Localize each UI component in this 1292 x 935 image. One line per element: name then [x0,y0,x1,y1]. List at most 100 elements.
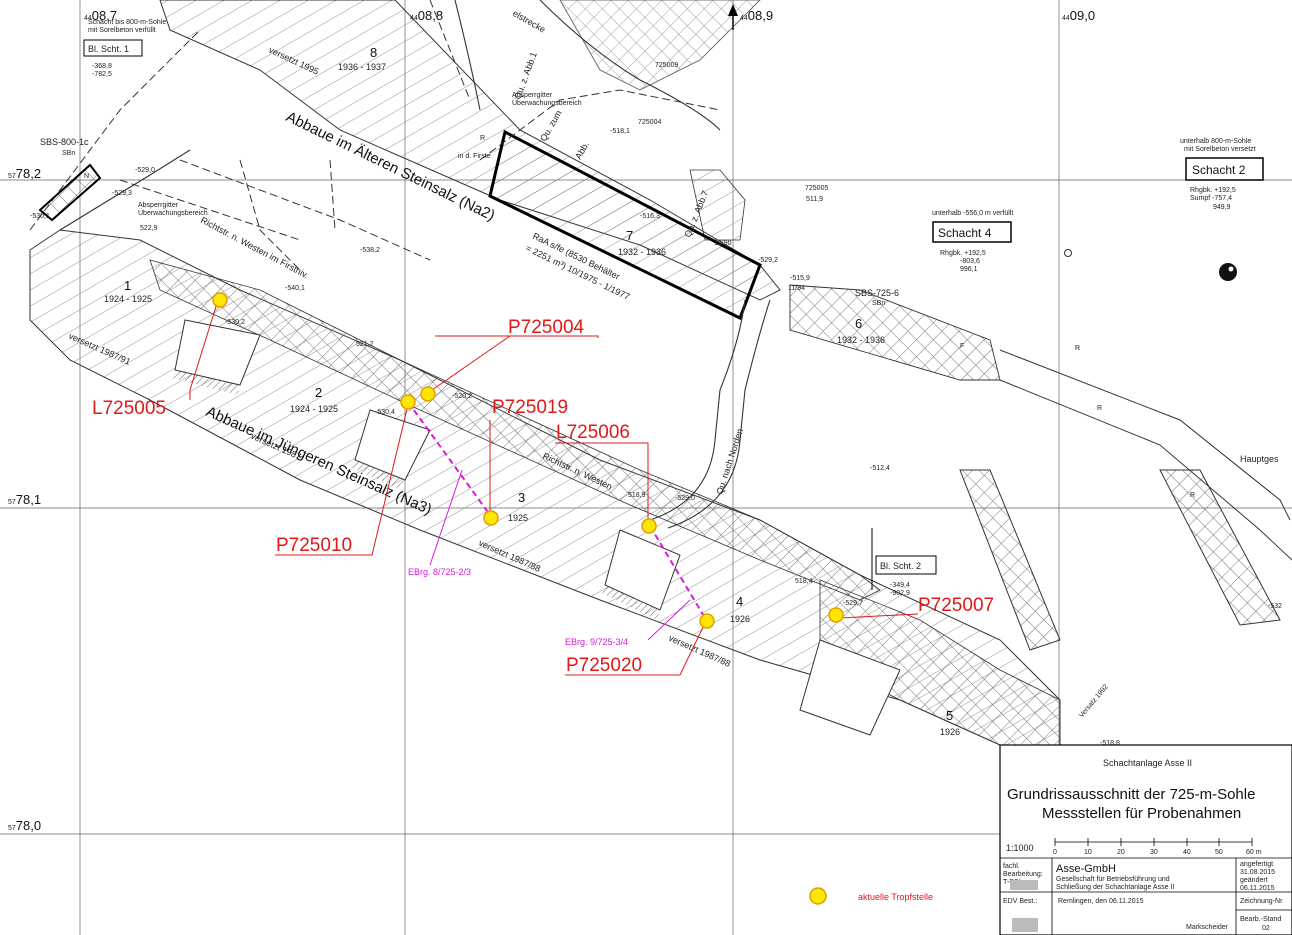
svg-text:60 m: 60 m [1246,849,1262,856]
svg-text:-530,4: -530,4 [375,409,395,416]
corridor-solid [59,0,721,231]
svg-text:Versatz 1992: Versatz 1992 [1078,683,1110,719]
svg-text:R: R [1097,405,1102,412]
svg-text:SBS-800-1c: SBS-800-1c [40,137,89,147]
svg-text:Rhgbk. +192,5: Rhgbk. +192,5 [1190,187,1236,194]
svg-text:4: 4 [736,594,743,609]
svg-text:Rhgbk. +192,5: Rhgbk. +192,5 [940,250,986,257]
svg-text:1932 - 1936: 1932 - 1936 [618,247,666,257]
svg-text:40: 40 [1183,849,1191,856]
elevation-labels: -529,0 -529,3 -530,1 522,9 -538,2 -540,1… [30,128,1282,747]
grid-label-top-1: 4408,7 [84,8,117,23]
chamber-labels: 1 1924 - 1925 2 1924 - 1925 3 1925 4 192… [104,45,960,737]
svg-text:-532: -532 [1268,603,1282,610]
svg-text:-529,2: -529,2 [758,257,778,264]
svg-text:31.08.2015: 31.08.2015 [1240,869,1275,876]
grid-label-left-2: 5778,1 [8,492,41,507]
svg-text:R: R [1190,492,1195,499]
svg-text:0: 0 [1053,849,1057,856]
svg-text:SBn: SBn [62,150,75,157]
svg-text:-529,7: -529,7 [843,600,863,607]
svg-text:Zeichnung-Nr: Zeichnung-Nr [1240,898,1283,905]
svg-text:30: 30 [1150,849,1158,856]
svg-text:in d. Firste: in d. Firste [458,153,491,160]
svg-text:518,4: 518,4 [795,578,813,585]
svg-text:06.11.2015: 06.11.2015 [1240,885,1275,892]
svg-text:-530,2: -530,2 [225,319,245,326]
svg-text:-803,6: -803,6 [960,258,980,265]
svg-text:1924 - 1925: 1924 - 1925 [104,294,152,304]
grid-label-top-3: 4408,9 [740,8,773,23]
svg-text:Hauptges: Hauptges [1240,454,1279,464]
svg-text:20: 20 [1117,849,1125,856]
label-P725004: P725004 [508,317,585,338]
svg-text:1926: 1926 [730,614,750,624]
grid-label-top-2: 4408,8 [410,8,443,23]
marker-P725004 [420,386,436,402]
svg-text:-520,2: -520,2 [452,393,472,400]
svg-text:12/90: 12/90 [714,240,732,247]
svg-text:Qu. nach Norden: Qu. nach Norden [714,427,745,495]
grid-label-left-3: 5778,0 [8,818,41,833]
label-L725006: L725006 [556,422,630,443]
label-P725010: P725010 [276,535,352,556]
svg-text:Schacht 2: Schacht 2 [1192,163,1246,177]
svg-text:-530,1: -530,1 [30,213,50,220]
qu-nach-norden-corridor [649,299,771,529]
svg-text:50: 50 [1215,849,1223,856]
svg-text:-515,9: -515,9 [790,275,810,282]
svg-text:725009: 725009 [655,62,678,69]
svg-text:6: 6 [855,316,862,331]
label-P725019: P725019 [492,397,568,418]
svg-text:Bearb.-Stand: Bearb.-Stand [1240,916,1281,923]
grid-label-top-4: 4409,0 [1062,8,1095,23]
svg-text:Bl. Scht. 2: Bl. Scht. 2 [880,561,921,571]
svg-text:Bearbeitung:: Bearbeitung: [1003,871,1043,878]
sbs-800-structure [38,163,102,222]
svg-text:Markscheider: Markscheider [1186,924,1229,931]
svg-text:518,9: 518,9 [628,492,646,499]
svg-text:725005: 725005 [805,185,828,192]
svg-text:Schacht bis 800-m-Sohle: Schacht bis 800-m-Sohle [88,19,166,26]
svg-text:11/94: 11/94 [788,285,805,292]
grid-label-left-1: 5778,2 [8,166,41,181]
svg-text:R: R [1075,345,1080,352]
svg-text:10: 10 [1084,849,1092,856]
svg-text:1:1000: 1:1000 [1006,843,1034,853]
svg-text:511,9: 511,9 [806,196,823,203]
marker-L725005 [212,292,228,308]
svg-text:-529,0: -529,0 [135,167,155,174]
svg-text:Richtstr. n. Westen im Firstni: Richtstr. n. Westen im Firstniv. [199,215,310,280]
svg-text:Gesellschaft für Betriebsführu: Gesellschaft für Betriebsführung und [1056,876,1170,883]
svg-text:Absperrgitter: Absperrgitter [138,202,179,209]
svg-text:949,9: 949,9 [1213,204,1231,211]
svg-text:02: 02 [1262,925,1270,932]
svg-text:1926: 1926 [940,727,960,737]
legend-label: aktuelle Tropfstelle [858,892,933,902]
shaft-schacht4: unterhalb -556,0 m verfüllt Schacht 4 Rh… [932,210,1072,273]
svg-text:EDV Best.:: EDV Best.: [1003,898,1037,905]
svg-text:N: N [84,173,89,180]
svg-text:unterhalb 800-m-Sohle: unterhalb 800-m-Sohle [1180,138,1251,145]
svg-text:mit Sorelbeton verfüllt: mit Sorelbeton verfüllt [88,27,156,34]
svg-text:2: 2 [315,385,322,400]
legend: aktuelle Tropfstelle [809,887,933,905]
borehole-label-8: EBrg. 8/725-2/3 [408,567,471,577]
svg-text:8: 8 [370,45,377,60]
svg-text:-529,0: -529,0 [675,495,695,502]
legend-marker [809,887,827,905]
borehole-lines [407,401,706,619]
svg-text:elstrecke: elstrecke [511,8,547,35]
svg-text:Bl. Scht. 1: Bl. Scht. 1 [88,44,129,54]
borehole-label-9: EBrg. 9/725-3/4 [565,637,628,647]
grid-labels: 4408,7 4408,8 4408,9 4409,0 5778,2 5778,… [8,8,1095,833]
svg-text:-529,3: -529,3 [112,190,132,197]
svg-text:mit Sorelbeton versetzt: mit Sorelbeton versetzt [1184,146,1256,153]
svg-text:angefertigt: angefertigt [1240,861,1273,868]
shaft-bl1: Schacht bis 800-m-Sohle mit Sorelbeton v… [83,19,166,78]
chamber-7-outline [488,129,762,321]
measurement-markers [212,292,844,629]
svg-text:geändert: geändert [1240,877,1268,884]
svg-text:-540,1: -540,1 [285,285,305,292]
